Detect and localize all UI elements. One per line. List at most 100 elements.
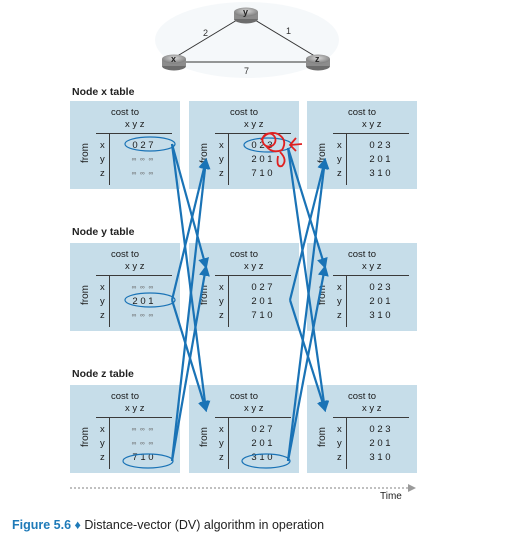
cost-row: 3 1 0 xyxy=(369,310,391,321)
cost-row: 0 2 7 xyxy=(251,424,273,435)
row-label: z xyxy=(219,310,224,321)
cost-row: 2 0 1 xyxy=(369,438,391,449)
cost-row: 7 1 0 xyxy=(251,310,273,321)
cost-row: 2 0 1 xyxy=(251,296,273,307)
cost-row: ∞ ∞ ∞ xyxy=(131,426,155,433)
cost-to-label: cost to xyxy=(230,107,258,118)
network-topology: 2 1 7 y x z xyxy=(155,2,339,78)
message-arrow xyxy=(286,157,330,462)
column-headers: x y z xyxy=(244,119,264,130)
link-y-z xyxy=(249,16,319,59)
cost-row: 2 0 1 xyxy=(369,154,391,165)
row-label: z xyxy=(100,452,105,463)
node-y-table-label: Node y table xyxy=(72,226,135,238)
row-label: x xyxy=(337,140,342,151)
cost-row: 3 1 0 xyxy=(251,452,273,463)
cost-row: 2 0 1 xyxy=(251,154,273,165)
row-label: y xyxy=(100,154,105,165)
message-arrow xyxy=(170,264,210,462)
row-divider xyxy=(228,275,229,327)
row-label: y xyxy=(337,154,342,165)
row-label: y xyxy=(219,154,224,165)
row-label: y xyxy=(100,438,105,449)
row-divider xyxy=(346,417,347,469)
cost-row: ∞ ∞ ∞ xyxy=(131,440,155,447)
cost-to-label: cost to xyxy=(348,107,376,118)
row-divider xyxy=(109,275,110,327)
updated-cost-highlight xyxy=(260,131,286,153)
message-arrow xyxy=(286,147,328,270)
row-label: z xyxy=(337,168,342,179)
row-label: y xyxy=(219,296,224,307)
row-label: x xyxy=(337,424,342,435)
cost-row: 7 1 0 xyxy=(132,452,154,463)
row-label: y xyxy=(337,438,342,449)
time-axis xyxy=(70,484,416,492)
row-label: x xyxy=(219,140,224,151)
link-x-y xyxy=(173,16,243,59)
router-x-icon: x xyxy=(162,54,186,71)
header-divider xyxy=(96,275,172,276)
figure-number: Figure 5.6 xyxy=(12,518,72,532)
message-arrow xyxy=(286,147,330,413)
row-divider xyxy=(228,417,229,469)
row-label: y xyxy=(337,296,342,307)
header-divider xyxy=(96,133,172,134)
cost-row: 0 2 3 xyxy=(369,424,391,435)
row-label: y xyxy=(219,438,224,449)
cost-row: 0 2 3 xyxy=(369,140,391,151)
header-divider xyxy=(215,417,291,418)
column-headers: x y z xyxy=(362,261,382,272)
row-label: x xyxy=(219,282,224,293)
node-x-table-label: Node x table xyxy=(72,86,135,98)
column-headers: x y z xyxy=(362,119,382,130)
cost-row: 0 2 7 xyxy=(251,282,273,293)
cost-to-label: cost to xyxy=(111,249,139,260)
cost-to-label: cost to xyxy=(111,107,139,118)
figure-caption: Figure 5.6 ♦ Distance-vector (DV) algori… xyxy=(12,518,324,532)
row-label: z xyxy=(100,310,105,321)
sent-vector-highlight xyxy=(124,136,176,152)
message-arrow xyxy=(170,157,211,462)
router-z-icon: z xyxy=(306,54,330,71)
column-headers: x y z xyxy=(125,403,145,414)
row-label: x xyxy=(100,424,105,435)
cost-row: 2 0 1 xyxy=(251,438,273,449)
cost-to-label: cost to xyxy=(348,391,376,402)
sent-vector-highlight xyxy=(124,292,176,308)
cost-row: ∞ ∞ ∞ xyxy=(131,312,155,319)
updated-cost-highlight xyxy=(276,151,286,168)
router-x-label: x xyxy=(171,54,176,64)
row-label: x xyxy=(100,140,105,151)
cost-to-label: cost to xyxy=(230,391,258,402)
cost-row: 2 0 1 xyxy=(369,296,391,307)
link-y-z-cost: 1 xyxy=(286,26,291,36)
cost-row: 3 1 0 xyxy=(369,168,391,179)
row-label: z xyxy=(219,168,224,179)
caption-separator-icon: ♦ xyxy=(74,518,81,532)
time-label: Time xyxy=(380,491,402,502)
row-divider xyxy=(228,133,229,185)
row-label: y xyxy=(100,296,105,307)
column-headers: x y z xyxy=(125,261,145,272)
sent-vector-highlight xyxy=(241,453,291,469)
link-x-y-cost: 2 xyxy=(203,28,208,38)
sent-vector-highlight xyxy=(122,453,174,469)
caption-text: Distance-vector (DV) algorithm in operat… xyxy=(84,518,325,532)
message-arrow xyxy=(286,264,329,462)
router-y-label: y xyxy=(243,7,248,17)
row-divider xyxy=(109,417,110,469)
column-headers: x y z xyxy=(125,119,145,130)
row-label: z xyxy=(337,310,342,321)
router-y-icon: y xyxy=(234,7,258,24)
column-headers: x y z xyxy=(244,403,264,414)
message-arrow xyxy=(288,157,329,301)
cost-row: 3 1 0 xyxy=(369,452,391,463)
message-arrow xyxy=(170,299,209,413)
link-x-z-cost: 7 xyxy=(244,66,249,76)
row-label: z xyxy=(219,452,224,463)
cost-to-label: cost to xyxy=(111,391,139,402)
